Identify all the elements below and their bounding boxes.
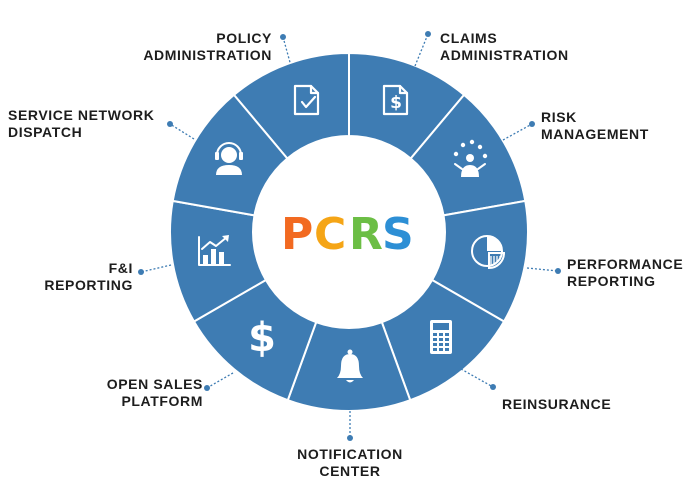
label-fi-reporting: F&I REPORTING (0, 260, 133, 294)
juggling-person-icon (453, 139, 488, 177)
label-policy-administration: POLICY ADMINISTRATION (32, 30, 272, 64)
connector-dot-notification-center (347, 435, 353, 441)
logo-letter-p: P (281, 209, 313, 260)
bar-chart-growth-icon (198, 235, 231, 266)
label-line: ADMINISTRATION (440, 47, 569, 63)
connector-dot-fi-reporting (138, 269, 144, 275)
document-dollar-icon: $ (382, 84, 409, 116)
label-risk-management: RISK MANAGEMENT (541, 109, 700, 143)
connector-line-open-sales-platform (206, 372, 234, 389)
connector-line-policy-administration (282, 36, 292, 67)
connector-line-performance-reporting (526, 267, 559, 272)
svg-text:$: $ (248, 315, 276, 361)
pie-chart-icon (471, 235, 506, 270)
label-claims-administration: CLAIMS ADMINISTRATION (440, 30, 680, 64)
label-line: CLAIMS (440, 30, 498, 46)
headset-agent-icon (215, 142, 243, 175)
label-service-network-dispatch: SERVICE NETWORK DISPATCH (8, 107, 248, 141)
label-line: SERVICE NETWORK (8, 107, 155, 123)
label-line: NOTIFICATION (297, 446, 403, 462)
connector-dot-claims-administration (425, 31, 431, 37)
bell-icon (337, 349, 363, 383)
connector-line-service-network-dispatch (169, 123, 195, 140)
label-open-sales-platform: OPEN SALES PLATFORM (0, 376, 203, 410)
svg-text:$: $ (390, 93, 402, 113)
label-line: REPORTING (567, 273, 656, 289)
connector-dot-risk-management (529, 121, 535, 127)
logo-letter-c: C (314, 209, 346, 260)
label-notification-center: NOTIFICATION CENTER (230, 446, 470, 480)
label-performance-reporting: PERFORMANCE REPORTING (567, 256, 700, 290)
connector-line-risk-management (502, 123, 533, 141)
label-line: PERFORMANCE (567, 256, 684, 272)
label-reinsurance: REINSURANCE (502, 396, 700, 413)
connector-dot-performance-reporting (555, 268, 561, 274)
label-line: OPEN SALES (106, 376, 203, 392)
document-check-icon (293, 84, 320, 116)
label-line: CENTER (319, 463, 381, 479)
dollar-sign-icon: $ (248, 315, 276, 361)
logo-letter-s: S (382, 209, 414, 260)
connector-dot-open-sales-platform (204, 385, 210, 391)
connector-line-reinsurance (460, 368, 494, 388)
label-line: ADMINISTRATION (143, 47, 272, 63)
calculator-icon (430, 320, 452, 354)
connector-dot-reinsurance (490, 384, 496, 390)
connector-line-fi-reporting (140, 264, 172, 273)
label-line: REPORTING (44, 277, 133, 293)
label-line: MANAGEMENT (541, 126, 649, 142)
label-line: POLICY (216, 30, 272, 46)
logo-letter-r: R (349, 209, 383, 260)
label-line: PLATFORM (121, 393, 203, 409)
label-line: REINSURANCE (502, 396, 612, 412)
label-line: F&I (108, 260, 133, 276)
connector-dot-policy-administration (280, 34, 286, 40)
label-line: RISK (541, 109, 577, 125)
connector-dot-service-network-dispatch (167, 121, 173, 127)
label-line: DISPATCH (8, 124, 83, 140)
connector-line-claims-administration (414, 33, 429, 67)
